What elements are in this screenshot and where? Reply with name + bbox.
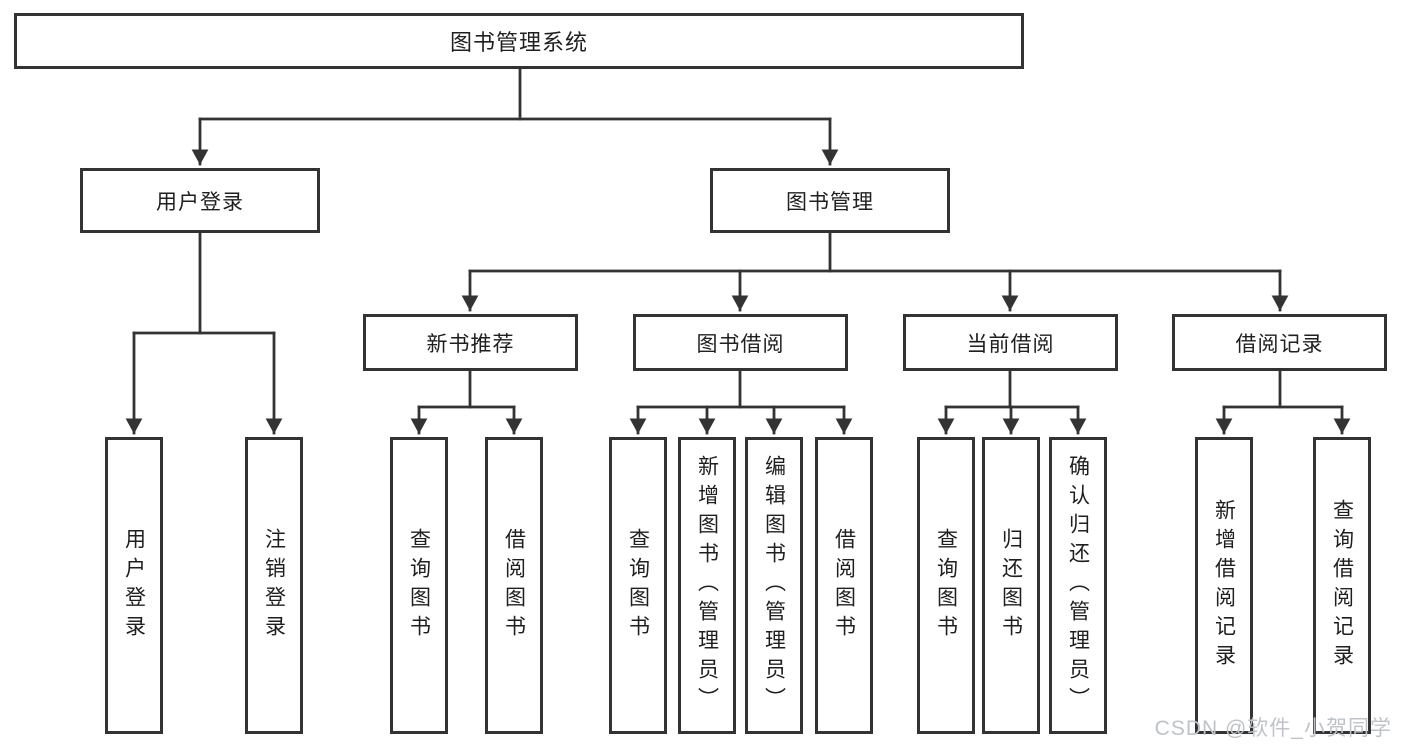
node-new-book-recommend: 新书推荐 <box>363 314 578 371</box>
leaf-query-books-recommend: 查询图书 <box>390 437 448 734</box>
node-user-login: 用户登录 <box>80 168 320 233</box>
leaf-logout-label: 注销登录 <box>262 527 286 644</box>
node-current-borrow-label: 当前借阅 <box>966 332 1055 356</box>
leaf-add-borrow-record: 新增借阅记录 <box>1195 437 1253 734</box>
node-book-management-label: 图书管理 <box>786 190 874 214</box>
node-book-borrow-label: 图书借阅 <box>696 332 785 356</box>
node-new-book-recommend-label: 新书推荐 <box>426 332 515 356</box>
leaf-borrow-books-recommend: 借阅图书 <box>485 437 543 734</box>
leaf-add-book-admin-label: 新增图书（管理员） <box>695 455 719 716</box>
node-root-label: 图书管理系统 <box>449 30 588 55</box>
leaf-return-book: 归还图书 <box>982 437 1040 734</box>
leaf-confirm-return-admin: 确认归还（管理员） <box>1049 437 1107 734</box>
leaf-edit-book-admin: 编辑图书（管理员） <box>745 437 803 734</box>
leaf-query-books-current-label: 查询图书 <box>934 527 958 644</box>
leaf-user-login-label: 用户登录 <box>122 527 146 644</box>
node-borrow-record: 借阅记录 <box>1172 314 1387 371</box>
leaf-borrow-books: 借阅图书 <box>815 437 873 734</box>
leaf-add-borrow-record-label: 新增借阅记录 <box>1212 498 1236 673</box>
csdn-watermark: CSDN @软件_小贺同学 <box>1154 717 1392 740</box>
leaf-query-borrow-record-label: 查询借阅记录 <box>1330 498 1354 673</box>
leaf-query-borrow-record: 查询借阅记录 <box>1313 437 1371 734</box>
leaf-query-books-borrow: 查询图书 <box>609 437 667 734</box>
leaf-query-books-current: 查询图书 <box>917 437 975 734</box>
leaf-borrow-books-recommend-label: 借阅图书 <box>502 527 526 644</box>
node-user-login-label: 用户登录 <box>156 190 244 214</box>
node-book-management: 图书管理 <box>710 168 950 233</box>
leaf-logout: 注销登录 <box>245 437 303 734</box>
leaf-borrow-books-label: 借阅图书 <box>832 527 856 644</box>
leaf-add-book-admin: 新增图书（管理员） <box>678 437 736 734</box>
leaf-return-book-label: 归还图书 <box>999 527 1023 644</box>
leaf-query-books-recommend-label: 查询图书 <box>407 527 431 644</box>
node-current-borrow: 当前借阅 <box>903 314 1118 371</box>
node-root-system: 图书管理系统 <box>14 13 1024 69</box>
leaf-edit-book-admin-label: 编辑图书（管理员） <box>762 455 786 716</box>
node-borrow-record-label: 借阅记录 <box>1235 332 1324 356</box>
leaf-user-login: 用户登录 <box>105 437 163 734</box>
node-book-borrow: 图书借阅 <box>633 314 848 371</box>
leaf-confirm-return-admin-label: 确认归还（管理员） <box>1066 455 1090 716</box>
leaf-query-books-borrow-label: 查询图书 <box>626 527 650 644</box>
